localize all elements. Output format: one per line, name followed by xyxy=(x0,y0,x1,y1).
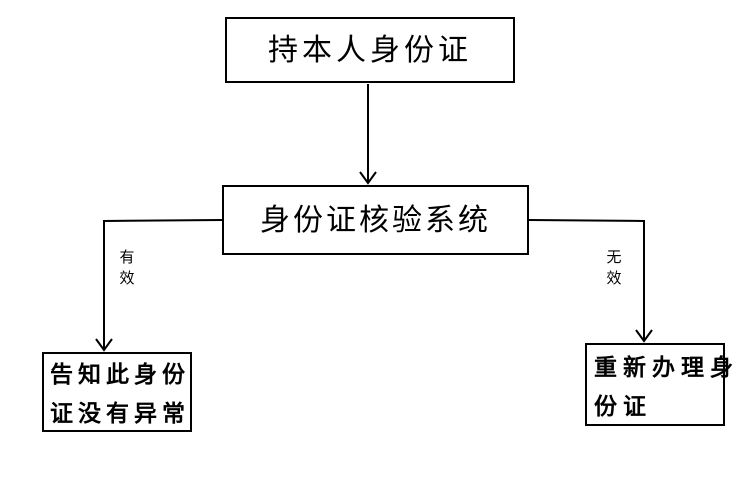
branch-label-char: 无 xyxy=(606,250,622,266)
arrowhead-down-icon xyxy=(359,171,377,185)
node-label-line: 重新办理身 xyxy=(594,355,739,380)
node-label-line: 份证 xyxy=(594,394,652,419)
branch-label-char: 有 xyxy=(119,250,135,266)
node-label: 持本人身份证 xyxy=(268,33,472,67)
branch-label-valid: 有 效 xyxy=(117,248,137,290)
node-label: 身份证核验系统 xyxy=(260,203,491,237)
node-id-verification-system: 身份证核验系统 xyxy=(222,185,529,255)
node-reapply-id-card: 重新办理身 份证 xyxy=(585,343,739,426)
node-label-line: 证没有异常 xyxy=(50,401,190,426)
branch-label-char: 效 xyxy=(606,271,622,287)
node-inform-no-anomaly: 告知此身份 证没有异常 xyxy=(42,352,192,432)
branch-label-char: 效 xyxy=(119,271,135,287)
arrowhead-down-icon xyxy=(95,338,113,352)
arrowhead-down-icon xyxy=(635,329,653,343)
node-hold-own-id-card: 持本人身份证 xyxy=(225,17,515,83)
node-label-line: 告知此身份 xyxy=(50,362,190,387)
edge-middle-to-right xyxy=(528,219,645,340)
branch-label-invalid: 无 效 xyxy=(604,248,624,290)
